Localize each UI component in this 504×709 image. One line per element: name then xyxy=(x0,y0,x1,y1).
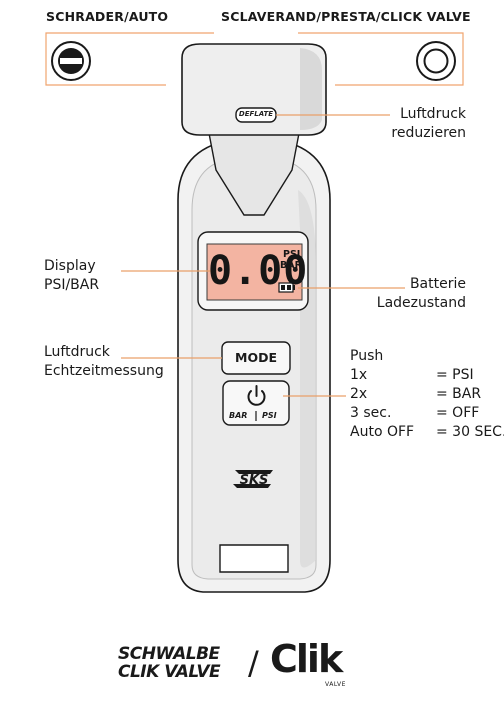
clik-logo-sub: VALVE xyxy=(325,681,346,688)
lcd-value: 0.00 xyxy=(208,248,309,294)
battery-callout: Batterie Ladezustand xyxy=(360,275,466,313)
push-table: 1x = PSI 2x = BAR 3 sec. = OFF Auto OFF … xyxy=(350,367,504,443)
logo-separator: / xyxy=(248,644,259,682)
push-row-value: = OFF xyxy=(436,405,480,421)
callout-lines xyxy=(121,114,405,397)
schwalbe-clik-logo: SCHWALBE CLIK VALVE xyxy=(118,644,221,682)
schwalbe-logo-line2: CLIK VALVE xyxy=(118,662,221,682)
lcd-unit-psi: PSI xyxy=(283,249,301,260)
sks-logo-mark: SKS xyxy=(233,470,273,488)
push-row-key: Auto OFF xyxy=(350,424,415,440)
power-sub-bar: BAR xyxy=(229,411,248,420)
display-callout: Display PSI/BAR xyxy=(44,257,99,295)
push-row: 2x = BAR xyxy=(350,386,481,405)
mode-button[interactable]: MODE xyxy=(235,350,277,365)
realtime-callout-line1: Luftdruck xyxy=(44,344,110,360)
clik-logo: Clik xyxy=(270,637,343,681)
presta-valve-icon xyxy=(416,41,456,81)
push-row-value: = PSI xyxy=(436,367,474,383)
realtime-callout: Luftdruck Echtzeitmessung xyxy=(44,343,164,381)
push-row: 3 sec. = OFF xyxy=(350,405,479,424)
deflate-button[interactable]: DEFLATE xyxy=(238,110,274,118)
schrader-valve-icon xyxy=(51,41,91,81)
battery-callout-line2: Ladezustand xyxy=(376,295,466,311)
valve-icon-brackets xyxy=(45,32,464,86)
battery-callout-line1: Batterie xyxy=(409,276,466,292)
lanyard-hole xyxy=(219,544,289,573)
device-body xyxy=(177,43,331,593)
presta-bracket xyxy=(298,32,464,86)
schrader-auto-header: SCHRADER/AUTO xyxy=(46,9,169,24)
sks-logo: SKS xyxy=(229,462,279,496)
battery-icon xyxy=(278,282,295,293)
push-row-value: = 30 SEC. xyxy=(436,424,504,440)
deflate-callout: Luftdruck reduzieren xyxy=(360,105,466,143)
power-sub-psi: PSI xyxy=(262,411,277,420)
push-row-key: 1x xyxy=(350,367,368,383)
push-row: Auto OFF = 30 SEC. xyxy=(350,424,504,443)
display-callout-line1: Display xyxy=(44,258,96,274)
sks-logo-text: SKS xyxy=(240,473,269,488)
lcd-unit-bar: BAR xyxy=(280,260,302,271)
push-row: 1x = PSI xyxy=(350,367,474,386)
display-callout-line2: PSI/BAR xyxy=(44,277,100,293)
power-button-shape xyxy=(222,380,290,426)
deflate-callout-line1: Luftdruck xyxy=(400,106,466,122)
power-icon xyxy=(247,385,266,406)
push-row-key: 3 sec. xyxy=(350,405,392,421)
push-title: Push xyxy=(350,348,384,364)
push-row-key: 2x xyxy=(350,386,368,402)
schwalbe-logo-line1: SCHWALBE xyxy=(118,644,220,664)
push-row-value: = BAR xyxy=(436,386,482,402)
deflate-callout-line2: reduzieren xyxy=(391,125,466,141)
realtime-callout-line2: Echtzeitmessung xyxy=(44,363,164,379)
presta-valve-header: SCLAVERAND/PRESTA/CLICK VALVE xyxy=(221,9,471,24)
schrader-bracket xyxy=(45,32,214,86)
